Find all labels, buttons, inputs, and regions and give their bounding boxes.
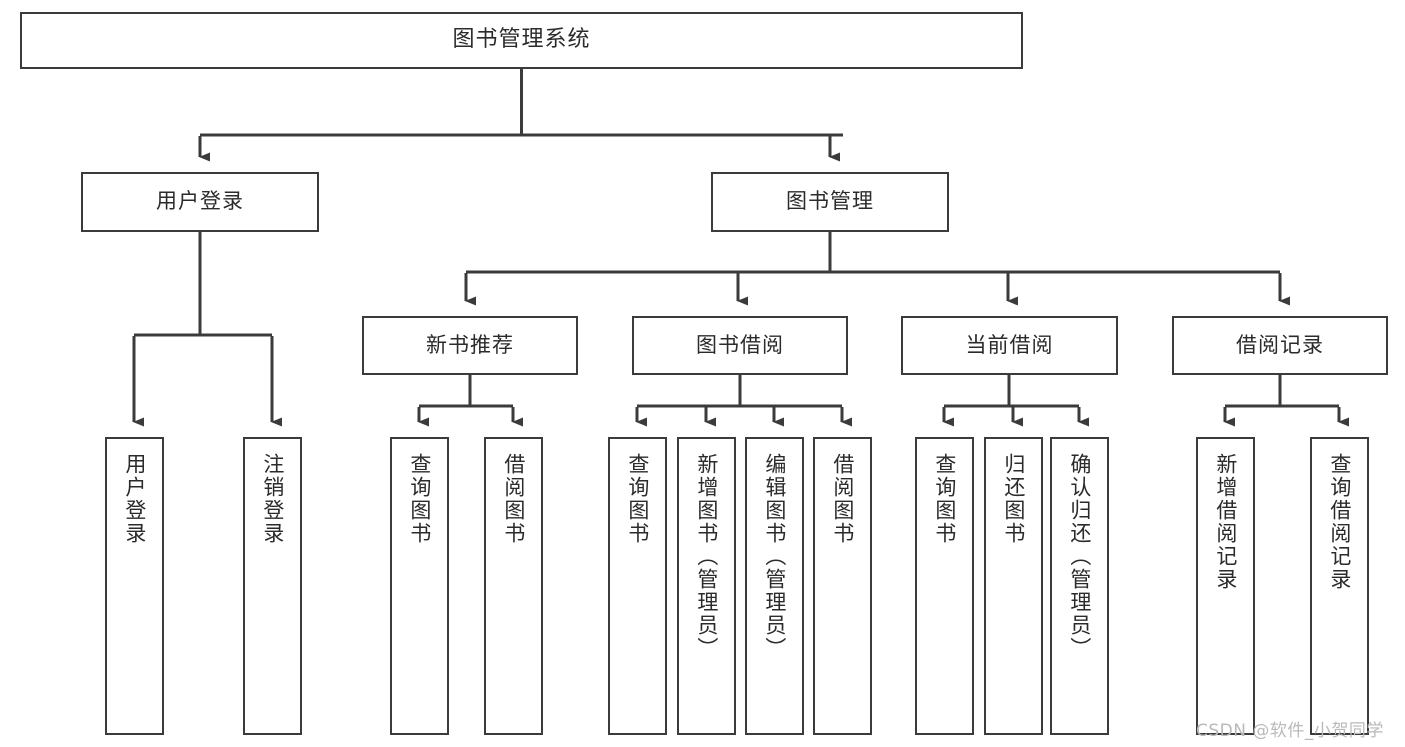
leaf-borrow-book-recommend[interactable]: 借阅图书	[484, 437, 543, 735]
leaf-query-borrow-record[interactable]: 查询借阅记录	[1310, 437, 1369, 735]
node-label: 借阅记录	[1236, 332, 1324, 357]
node-label: 查询图书	[625, 453, 650, 545]
node-root-system[interactable]: 图书管理系统	[20, 12, 1023, 69]
leaf-edit-book-admin[interactable]: 编辑图书（管理员）	[745, 437, 804, 735]
node-book-borrow[interactable]: 图书借阅	[632, 316, 848, 375]
node-label: 新书推荐	[426, 332, 514, 357]
node-new-book-recommend[interactable]: 新书推荐	[362, 316, 578, 375]
node-borrow-record[interactable]: 借阅记录	[1172, 316, 1388, 375]
leaf-query-book-borrow[interactable]: 查询图书	[608, 437, 667, 735]
node-label: 确认归还（管理员）	[1067, 453, 1092, 660]
node-label: 注销登录	[260, 453, 285, 545]
leaf-add-borrow-record[interactable]: 新增借阅记录	[1196, 437, 1255, 735]
node-current-borrow[interactable]: 当前借阅	[901, 316, 1118, 375]
leaf-borrow-book[interactable]: 借阅图书	[813, 437, 872, 735]
node-label: 归还图书	[1001, 453, 1026, 545]
node-user-login[interactable]: 用户登录	[81, 172, 319, 232]
node-label: 查询图书	[932, 453, 957, 545]
node-label: 当前借阅	[965, 332, 1054, 357]
node-label: 借阅图书	[830, 453, 855, 545]
leaf-user-login[interactable]: 用户登录	[105, 437, 164, 735]
node-label: 图书管理	[786, 189, 874, 214]
leaf-return-book[interactable]: 归还图书	[984, 437, 1043, 735]
node-label: 用户登录	[122, 453, 147, 545]
node-book-management[interactable]: 图书管理	[711, 172, 949, 232]
node-label: 用户登录	[156, 189, 244, 214]
watermark-text: CSDN @软件_小贺同学	[1196, 721, 1384, 741]
node-label: 编辑图书（管理员）	[762, 453, 787, 660]
node-label: 图书管理系统	[452, 27, 591, 53]
node-label: 图书借阅	[696, 332, 784, 357]
leaf-user-logout[interactable]: 注销登录	[243, 437, 302, 735]
leaf-query-book-recommend[interactable]: 查询图书	[390, 437, 449, 735]
node-label: 查询图书	[407, 453, 432, 545]
leaf-add-book-admin[interactable]: 新增图书（管理员）	[677, 437, 736, 735]
leaf-confirm-return-admin[interactable]: 确认归还（管理员）	[1050, 437, 1109, 735]
node-label: 查询借阅记录	[1327, 453, 1352, 591]
node-label: 新增借阅记录	[1213, 453, 1238, 591]
node-label: 新增图书（管理员）	[694, 453, 719, 660]
leaf-query-book-current[interactable]: 查询图书	[915, 437, 974, 735]
node-label: 借阅图书	[501, 453, 526, 545]
